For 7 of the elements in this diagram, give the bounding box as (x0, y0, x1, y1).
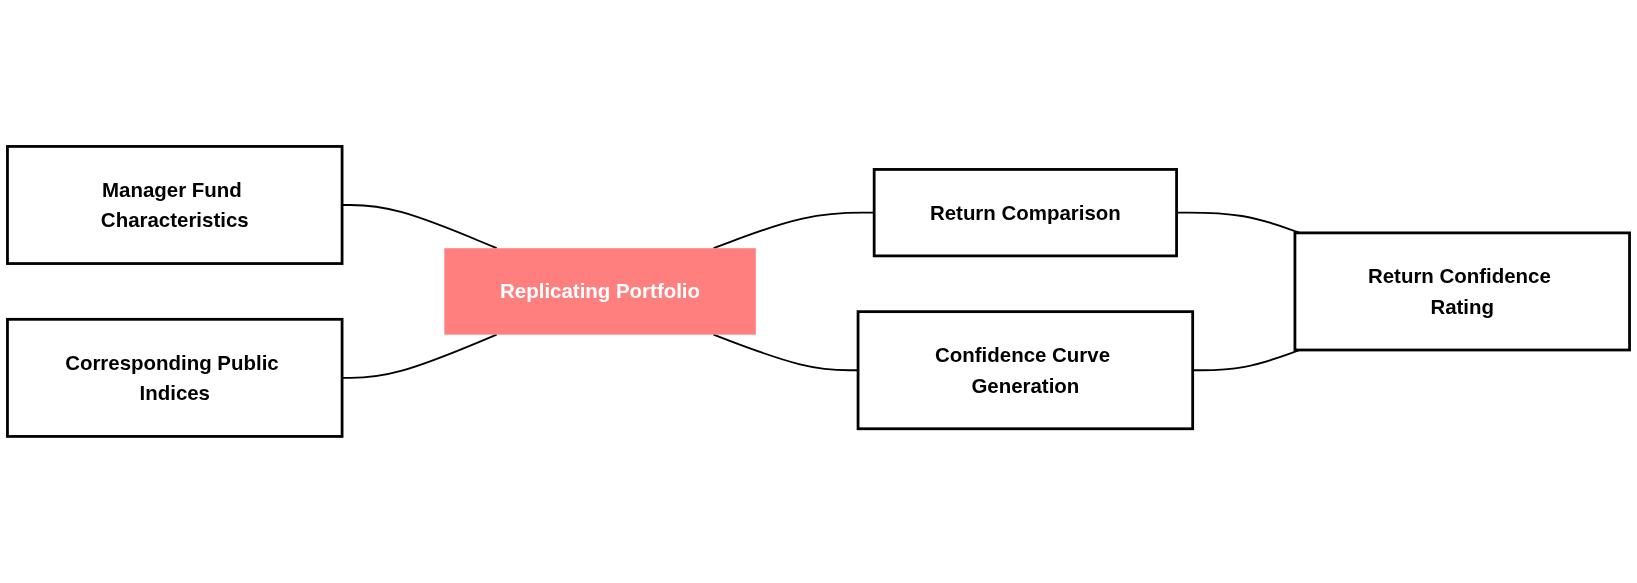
connector (712, 333, 859, 372)
node-box: Return Comparison (872, 168, 1178, 258)
node-box: Manager Fund Characteristics (6, 145, 344, 265)
node-box: Corresponding Public Indices (6, 318, 344, 438)
node-box: Confidence Curve Generation (856, 310, 1195, 431)
node-box: Replicating Portfolio (444, 248, 756, 335)
node-box: Return Confidence Rating (1293, 231, 1631, 352)
